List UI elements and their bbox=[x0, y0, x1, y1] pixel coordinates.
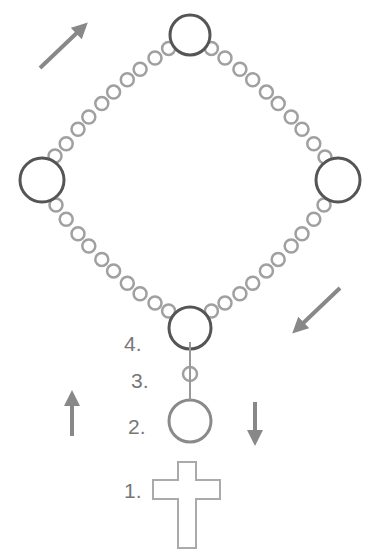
callout-number: 2. bbox=[128, 416, 146, 437]
callout-number: 4. bbox=[124, 333, 142, 354]
large-beads bbox=[20, 15, 360, 349]
callout-number: 3. bbox=[131, 370, 149, 391]
callout-number: 1. bbox=[124, 480, 142, 501]
direction-arrows bbox=[40, 28, 340, 438]
cross-symbol bbox=[153, 462, 220, 548]
small-beads bbox=[49, 42, 332, 381]
pendant-bead bbox=[169, 400, 211, 442]
chain bbox=[189, 342, 191, 400]
